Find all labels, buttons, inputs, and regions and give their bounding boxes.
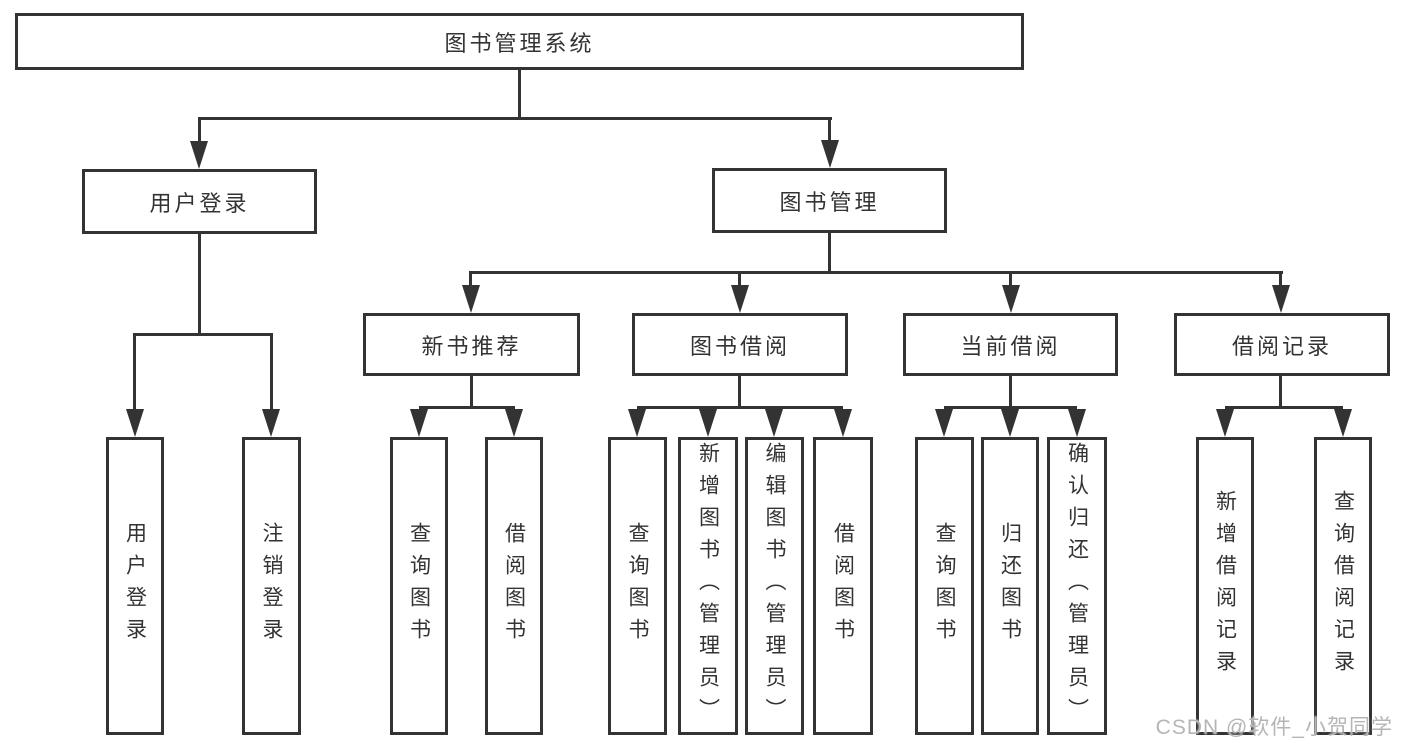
arrow-to-book-borrow-icon (731, 285, 749, 313)
arrow-to-borrow-book-1-icon (505, 409, 523, 437)
edge-to-leaf-logout (270, 333, 273, 409)
arrow-to-query-books-2-icon (628, 409, 646, 437)
edge-borrow-records-stem (1279, 376, 1282, 406)
arrow-to-borrow-book-2-icon (834, 409, 852, 437)
edge-book-borrow-stem (738, 376, 741, 406)
leaf-label: 新增图书（管理员） (696, 442, 720, 730)
edge-book-borrow-rail (637, 406, 843, 409)
node-new-book-recommend: 新书推荐 (363, 313, 580, 376)
leaf-label: 用户登录 (123, 522, 147, 650)
arrow-to-book-management-icon (821, 140, 839, 168)
edge-to-user-login (198, 117, 201, 141)
arrow-to-query-books-3-icon (935, 409, 953, 437)
node-borrow-records: 借阅记录 (1174, 313, 1390, 376)
leaf-label: 确认归还（管理员） (1065, 442, 1089, 730)
node-label: 图书管理系统 (444, 30, 595, 56)
leaf-query-borrow-record: 查询借阅记录 (1314, 437, 1372, 735)
leaf-query-books-1: 查询图书 (390, 437, 448, 735)
arrow-to-user-login-icon (190, 141, 208, 169)
arrow-to-confirm-return-icon (1068, 409, 1086, 437)
arrow-to-leaf-user-login-icon (126, 409, 144, 437)
node-label: 图书借阅 (689, 333, 790, 359)
leaf-query-books-3: 查询图书 (915, 437, 974, 735)
leaf-label: 查询图书 (407, 522, 431, 650)
edge-book-management-rail (470, 271, 1283, 274)
leaf-query-books-2: 查询图书 (608, 437, 667, 735)
node-current-borrow: 当前借阅 (903, 313, 1118, 376)
leaf-return-book: 归还图书 (981, 437, 1039, 735)
edge-borrow-records-rail (1225, 406, 1343, 409)
leaf-label: 查询图书 (626, 522, 650, 650)
leaf-add-borrow-record: 新增借阅记录 (1196, 437, 1254, 735)
arrow-to-new-book-recommend-icon (462, 285, 480, 313)
edge-to-book-borrow (738, 271, 741, 285)
node-label: 借阅记录 (1231, 333, 1332, 359)
node-user-login: 用户登录 (82, 169, 317, 234)
leaf-logout: 注销登录 (242, 437, 301, 735)
leaf-label: 借阅图书 (831, 522, 855, 650)
node-book-borrow: 图书借阅 (632, 313, 848, 376)
node-label: 图书管理 (779, 189, 880, 215)
leaf-label: 注销登录 (260, 522, 284, 650)
edge-new-book-rail (419, 406, 515, 409)
node-label: 用户登录 (149, 190, 250, 216)
arrow-to-edit-book-icon (765, 409, 783, 437)
leaf-add-book-admin: 新增图书（管理员） (678, 437, 738, 735)
edge-root-stem (518, 70, 521, 118)
node-label: 新书推荐 (421, 333, 522, 359)
node-book-management: 图书管理 (712, 168, 947, 233)
leaf-label: 归还图书 (998, 522, 1022, 650)
edge-to-new-book-recommend (469, 271, 472, 285)
leaf-label: 借阅图书 (502, 522, 526, 650)
edge-user-login-stem (198, 234, 201, 333)
leaf-label: 编辑图书（管理员） (763, 442, 787, 730)
edge-root-rail (198, 117, 832, 120)
edge-to-current-borrow (1009, 271, 1012, 285)
leaf-label: 查询图书 (933, 522, 957, 650)
edge-new-book-stem (470, 376, 473, 406)
leaf-user-login: 用户登录 (106, 437, 164, 735)
leaf-borrow-book-2: 借阅图书 (813, 437, 873, 735)
edge-to-book-management (828, 117, 831, 140)
leaf-confirm-return-admin: 确认归还（管理员） (1047, 437, 1107, 735)
edge-current-borrow-rail (944, 406, 1077, 409)
leaf-borrow-book-1: 借阅图书 (485, 437, 543, 735)
csdn-watermark: CSDN @软件_小贺同学 (1155, 716, 1393, 739)
node-label: 当前借阅 (960, 333, 1061, 359)
edge-current-borrow-stem (1009, 376, 1012, 406)
arrow-to-borrow-records-icon (1272, 285, 1290, 313)
leaf-label: 查询借阅记录 (1331, 490, 1355, 682)
edge-book-management-stem (828, 233, 831, 271)
edge-to-leaf-user-login (133, 333, 136, 409)
node-library-management-system: 图书管理系统 (15, 13, 1024, 70)
edge-to-borrow-records (1279, 271, 1282, 285)
edge-user-login-rail (133, 333, 273, 336)
arrow-to-leaf-logout-icon (262, 409, 280, 437)
arrow-to-current-borrow-icon (1002, 285, 1020, 313)
arrow-to-add-borrow-record-icon (1216, 409, 1234, 437)
arrow-to-return-book-icon (1001, 409, 1019, 437)
leaf-label: 新增借阅记录 (1213, 490, 1237, 682)
leaf-edit-book-admin: 编辑图书（管理员） (745, 437, 804, 735)
arrow-to-add-book-icon (699, 409, 717, 437)
arrow-to-query-books-1-icon (410, 409, 428, 437)
arrow-to-query-borrow-record-icon (1334, 409, 1352, 437)
